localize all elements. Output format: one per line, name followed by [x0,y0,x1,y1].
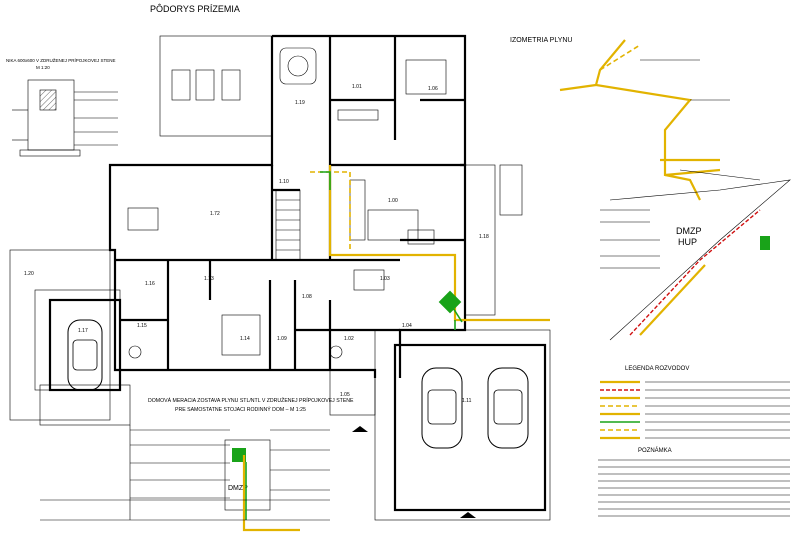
room-label: 1.19 [295,100,305,106]
dmzp-hup-label-2: HUP [678,237,697,247]
gas-meter-marker [438,290,462,314]
room-label: 1.05 [340,392,350,398]
meter-title-1: DOMOVÁ MERACIA ZOSTAVA PLYNU STL/NTL V Z… [148,396,354,404]
isometry-title: IZOMETRIA PLYNU [510,37,573,44]
meter-assembly-detail: DOMOVÁ MERACIA ZOSTAVA PLYNU STL/NTL V Z… [40,396,354,532]
drawing-title: PÔDORYS PRÍZEMIA [150,4,240,14]
outer-areas [9,35,551,521]
room-label: 1.06 [428,86,438,92]
note-title: POZNÁMKA [638,447,672,454]
room-label: 1.20 [24,271,34,277]
gas-isometry: IZOMETRIA PLYNU DMZP HUP [510,37,791,341]
room-label: 1.08 [302,294,312,300]
meter-title-2: PRE SAMOSTATNE STOJACI RODINNÝ DOM – M 1… [175,406,306,413]
furniture [127,47,523,359]
room-label: 1.03 [380,276,390,282]
car-icon [487,367,529,449]
building-walls [108,34,467,378]
room-label: 1.14 [240,336,250,342]
gas-meter-icon [232,448,246,462]
gas-pipes-plan [310,165,550,330]
room-label: 1.02 [344,336,354,342]
room-label: 1.13 [204,276,214,282]
room-label: 1.18 [479,234,489,240]
car-icon [421,367,463,449]
section-arrow-icon [352,426,368,432]
niche-scale: M 1:20 [36,65,50,70]
room-label: 1.72 [210,211,220,217]
room-label: 1.15 [137,323,147,329]
niche-detail: NIKA 600x600 V ZDRUŽENEJ PRÍPOJKOVEJ STE… [6,56,118,157]
room-label: 1.04 [402,323,412,329]
notes-block: POZNÁMKA [598,447,790,517]
room-label: 1.10 [279,179,289,185]
meter-box [760,236,770,250]
pipe-legend: LEGENDA ROZVODOV [600,366,790,440]
room-label: 1.16 [145,281,155,287]
car-icons [67,319,529,449]
room-label: 1.17 [78,328,88,334]
staircase [275,189,301,261]
legend-title: LEGENDA ROZVODOV [625,366,689,372]
room-label: 1.01 [352,84,362,90]
section-arrow-icon [460,512,476,518]
room-labels: 1.01 1.06 1.19 1.10 1.00 1.18 1.72 1.13 … [24,84,489,404]
dmzp-label: DMZP [228,485,248,492]
dmzp-hup-label-1: DMZP [676,226,702,236]
room-label: 1.11 [462,398,472,404]
section-markers [352,426,476,518]
car-icon [67,319,103,391]
room-label: 1.00 [388,198,398,204]
room-label: 1.09 [277,336,287,342]
niche-title: NIKA 600x600 V ZDRUŽENEJ PRÍPOJKOVEJ STE… [6,56,116,63]
